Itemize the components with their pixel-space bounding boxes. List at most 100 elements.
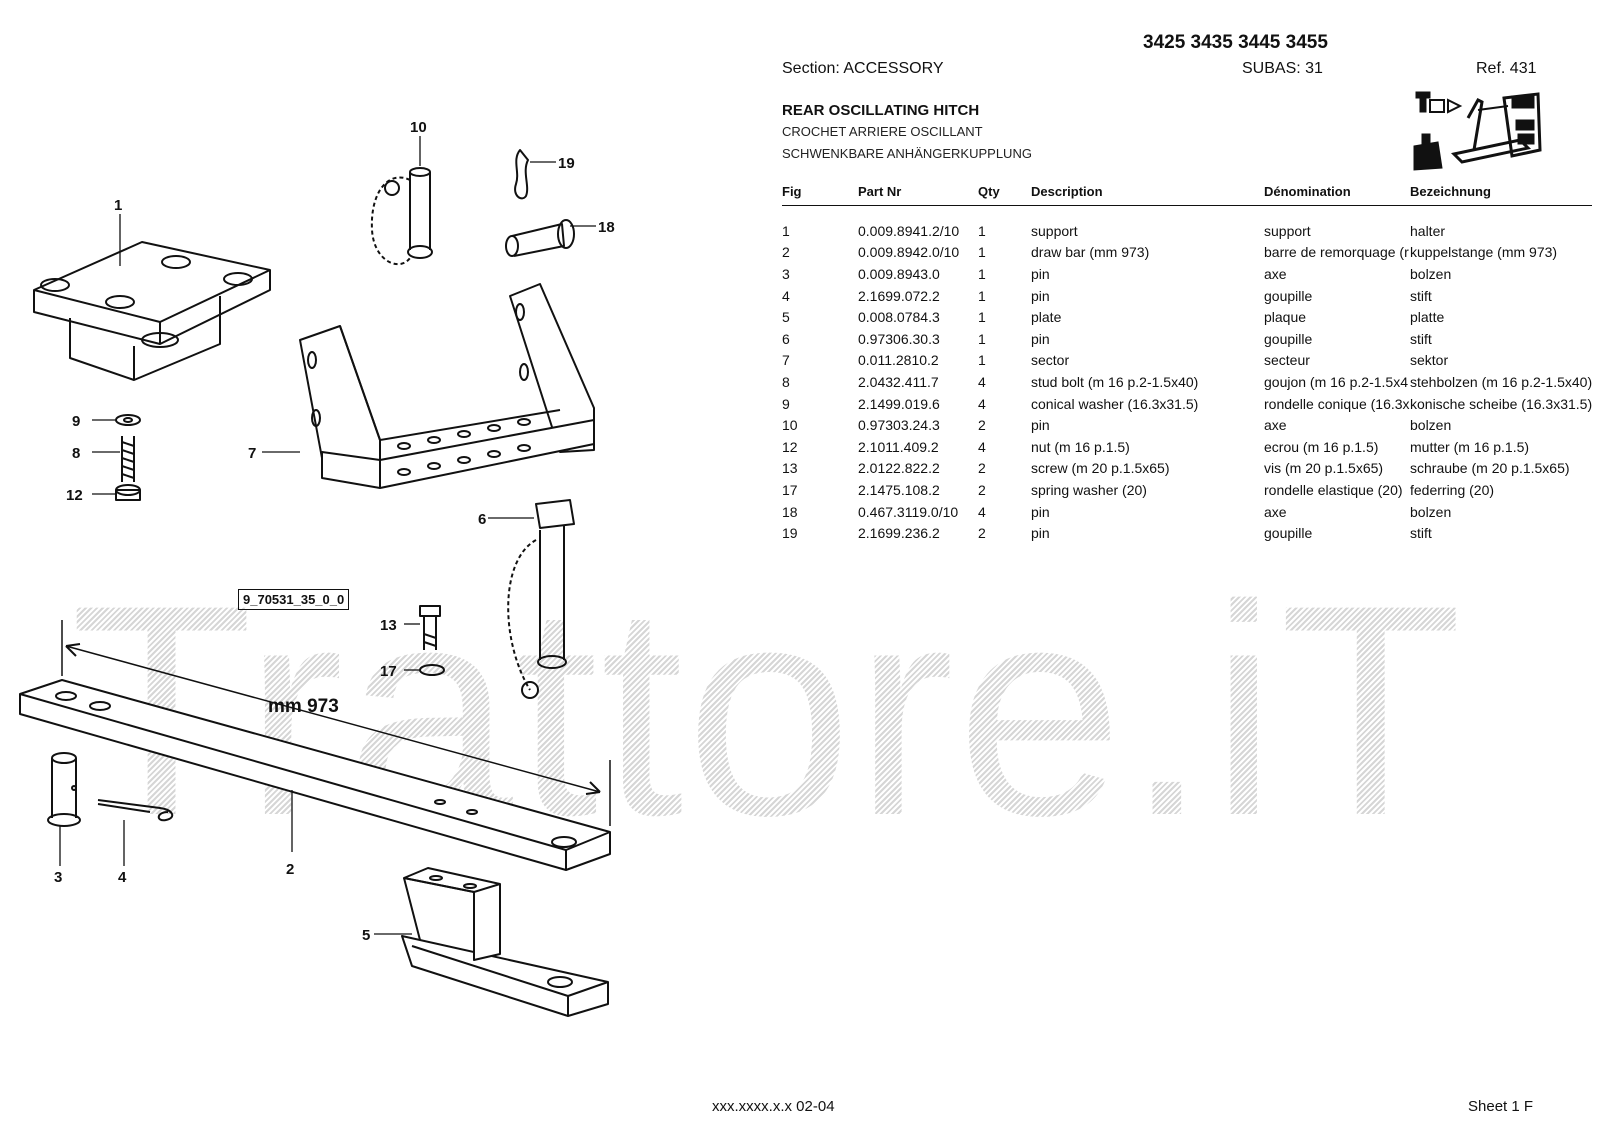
cell-description: plate: [1031, 309, 1062, 326]
cell-denomination: rondelle conique (16.3x: [1264, 395, 1410, 412]
cell-part-nr: 2.1475.108.2: [858, 481, 940, 498]
col-fig: Fig: [782, 180, 858, 206]
cell-part-nr: 0.009.8942.0/10: [858, 244, 960, 261]
part-12-nut: [115, 484, 141, 501]
cell-fig: 3: [782, 265, 790, 282]
part-7-sector: [299, 283, 595, 489]
cell-qty: 1: [978, 287, 986, 304]
cell-denomination: support: [1264, 222, 1311, 239]
cell-part-nr: 2.1499.019.6: [858, 395, 940, 412]
cell-fig: 6: [782, 330, 790, 347]
cell-bezeichnung: sektor: [1410, 352, 1449, 369]
document-code: xxx.xxxx.x.x 02-04: [712, 1098, 835, 1115]
parts-table: Fig Part Nr Qty Description Dénomination…: [782, 180, 1593, 544]
cell-description: screw (m 20 p.1.5x65): [1031, 460, 1170, 477]
cell-qty: 1: [978, 265, 986, 282]
cell-denomination: rondelle elastique (20): [1264, 481, 1403, 498]
cell-bezeichnung: platte: [1410, 309, 1445, 326]
cell-fig: 12: [782, 438, 798, 455]
callout-4: 4: [118, 869, 127, 886]
cell-denomination: barre de remorquage (r: [1264, 244, 1409, 261]
part-9-washer: [115, 414, 141, 426]
callout-3: 3: [54, 869, 62, 886]
cell-bezeichnung: mutter (m 16 p.1.5): [1410, 438, 1530, 455]
cell-fig: 1: [782, 222, 790, 239]
callout-6: 6: [478, 511, 486, 528]
callout-12: 12: [66, 487, 83, 504]
cell-description: pin: [1031, 417, 1050, 434]
callout-2: 2: [286, 861, 294, 878]
cell-fig: 17: [782, 481, 798, 498]
cell-bezeichnung: bolzen: [1410, 503, 1452, 520]
part-17-washer: [419, 664, 445, 676]
cell-fig: 8: [782, 373, 790, 390]
cell-description: stud bolt (m 16 p.2-1.5x40): [1031, 373, 1199, 390]
cell-fig: 18: [782, 503, 798, 520]
cell-qty: 4: [978, 395, 986, 412]
cell-qty: 4: [978, 438, 986, 455]
cell-fig: 19: [782, 525, 798, 542]
part-8-stud-bolt: [121, 436, 135, 482]
cell-denomination: vis (m 20 p.1.5x65): [1264, 460, 1384, 477]
cell-description: pin: [1031, 330, 1050, 347]
dimension-arrow: [61, 620, 611, 826]
cell-part-nr: 2.1011.409.2: [858, 438, 939, 455]
cell-qty: 2: [978, 481, 986, 498]
cell-bezeichnung: stift: [1410, 287, 1432, 304]
cell-bezeichnung: stift: [1410, 525, 1432, 542]
cell-qty: 2: [978, 460, 986, 477]
cell-denomination: goupille: [1264, 287, 1313, 304]
col-bezeichnung: Bezeichnung: [1410, 180, 1593, 206]
cell-bezeichnung: kuppelstange (mm 973): [1410, 244, 1558, 261]
cell-description: nut (m 16 p.1.5): [1031, 438, 1130, 455]
leader-lines: [59, 136, 596, 935]
col-qty: Qty: [978, 180, 1031, 206]
cell-description: pin: [1031, 265, 1050, 282]
title-german: SCHWENKBARE ANHÄNGERKUPPLUNG: [782, 146, 1032, 161]
cell-qty: 4: [978, 503, 986, 520]
callout-18: 18: [598, 219, 615, 236]
cell-part-nr: 0.011.2810.2: [858, 352, 939, 369]
cell-bezeichnung: bolzen: [1410, 265, 1452, 282]
cell-description: pin: [1031, 503, 1050, 520]
cell-fig: 5: [782, 309, 790, 326]
cell-description: support: [1031, 222, 1078, 239]
col-part-nr: Part Nr: [858, 180, 978, 206]
model-numbers: 3425 3435 3445 3455: [1143, 32, 1328, 53]
cell-denomination: plaque: [1264, 309, 1307, 326]
callout-7: 7: [248, 445, 256, 462]
cell-description: pin: [1031, 287, 1050, 304]
cell-denomination: axe: [1264, 417, 1287, 434]
cell-bezeichnung: schraube (m 20 p.1.5x65): [1410, 460, 1570, 477]
subas-label: SUBAS: 31: [1242, 60, 1323, 77]
dimension-label: mm 973: [268, 696, 339, 717]
cell-denomination: ecrou (m 16 p.1.5): [1264, 438, 1379, 455]
exploded-parts-diagram: 1 2 3 4 5 6 7 8 9 10 12 13 17 18 19: [19, 119, 615, 1017]
figure-code-box: 9_70531_35_0_0: [238, 589, 350, 610]
cell-qty: 2: [978, 525, 986, 542]
callout-8: 8: [72, 445, 80, 462]
col-denomination: Dénomination: [1264, 180, 1410, 206]
cell-bezeichnung: federring (20): [1410, 481, 1495, 498]
cell-bezeichnung: stift: [1410, 330, 1432, 347]
part-5-plate: [401, 867, 609, 1017]
part-3-pin: [47, 752, 81, 827]
part-10-pin: [370, 167, 433, 266]
part-1-support: [33, 241, 271, 381]
title-french: CROCHET ARRIERE OSCILLANT: [782, 124, 983, 139]
cell-fig: 4: [782, 287, 790, 304]
sheet-number: Sheet 1 F: [1468, 1098, 1534, 1115]
cell-fig: 7: [782, 352, 790, 369]
cell-part-nr: 2.0122.822.2: [858, 460, 940, 477]
cell-part-nr: 0.009.8943.0: [858, 265, 940, 282]
cell-bezeichnung: halter: [1410, 222, 1446, 239]
callout-13: 13: [380, 617, 397, 634]
cell-description: draw bar (mm 973): [1031, 244, 1150, 261]
